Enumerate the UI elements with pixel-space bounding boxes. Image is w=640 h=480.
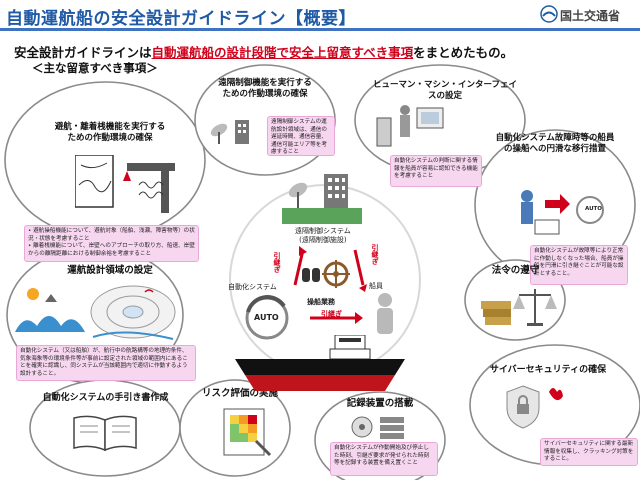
recorder-title: 記録装置の搭載 — [346, 398, 414, 409]
lead-highlight: 自動運航船の設計段階で安全上留意すべき事項 — [151, 45, 414, 60]
auto-system-icon — [245, 295, 289, 340]
failure-title: 自動化システム故障時等の船員 の操船への円滑な移行措置 — [495, 133, 615, 154]
auto-badge: AUTO — [254, 313, 279, 322]
remote-env-note: 遠隔制御システムの運航設計領域は、通信の遅延時間、通信容量、通信可能エリア等を考… — [267, 116, 335, 156]
remote-env-title: 遠隔制御機能を実行する ための作動環境の確保 — [218, 78, 312, 99]
remote-station-illustration — [282, 174, 362, 224]
hmi-title: ヒューマン・マシン・インターフェイスの設定 — [373, 80, 517, 101]
helm-wheel-icon — [302, 260, 350, 288]
lead-sentence: 安全設計ガイドラインは自動運航船の設計段階で安全上留意すべき事項をまとめたもの。 — [14, 42, 513, 61]
crew-label: 船員 — [369, 282, 383, 290]
manual-book-icon — [73, 415, 137, 452]
odd-title: 運航設計領域の設定 — [67, 265, 153, 276]
ship-illustration — [235, 335, 405, 391]
hmi-note: 自動化システムの判断に関する情報を船員が容易に認知できる機能を考慮すること — [390, 155, 482, 187]
lead-pre: 安全設計ガイドラインは — [14, 45, 152, 60]
auto-system-label: 自動化システム — [228, 283, 277, 291]
berthing-illustration — [75, 155, 175, 213]
mlit-logo-icon — [540, 5, 558, 23]
law-title: 法令の遵守 — [491, 265, 540, 276]
law-books-scale-icon — [481, 289, 557, 326]
cyber-note: サイバーセキュリティに関する最新情報を収集し、クラッキング対策をすること。 — [540, 438, 638, 466]
subheading: ＜主な留意すべき事項＞ — [32, 61, 158, 75]
crew-person-icon — [377, 293, 393, 334]
berthing-note-item: • 避航操船機能について、避航対象（船舶、浅瀬、障害物等）の状況・状態を考慮する… — [28, 228, 195, 242]
risk-title: リスク評価の実施 — [201, 388, 278, 399]
recorder-icon — [351, 416, 404, 439]
berthing-title: 避航・離着桟機能を実行する ための作動環境の確保 — [54, 122, 166, 143]
failure-note: 自動化システムが故障等により正常に作動しなくなった場合、船員が操船を円滑に引き継… — [530, 245, 628, 285]
handover-label-right: 引継ぎ — [371, 244, 379, 265]
handover-arrows — [293, 246, 367, 324]
recorder-note: 自動化システムが作動開始及び停止した時刻、引継ぎ要求が発せられた時刻等を記録する… — [330, 442, 438, 476]
handover-label-left: 引継ぎ — [273, 252, 281, 273]
remote-station-label: 遠隔制御システム (遠隔制御施設) — [295, 227, 351, 245]
failure-auto-badge: AUTO — [585, 206, 602, 212]
berthing-note: • 避航操船機能について、避航対象（船舶、浅瀬、障害物等）の状況・状態を考慮する… — [24, 225, 199, 262]
cyber-shield-icon — [506, 385, 563, 429]
odd-note: 自動化システム（又は船舶）が、航行中の航路構等の地理的条件、気象海象等の環境条件… — [16, 345, 196, 381]
handover-label-bottom: 引継ぎ — [321, 310, 342, 318]
satellite-dish-icon — [210, 120, 249, 144]
cyber-title: サイバーセキュリティの確保 — [489, 365, 607, 375]
manual-title: 自動化システムの手引き書作成 — [42, 393, 169, 403]
hmi-illustration — [376, 105, 444, 147]
lead-post: をまとめたもの。 — [413, 45, 514, 60]
page-title: 自動運航船の安全設計ガイドライン【概要】 — [6, 9, 356, 29]
operations-label: 操船業務 — [307, 298, 335, 306]
odd-illustration — [15, 285, 176, 340]
failure-illustration — [521, 190, 604, 235]
risk-matrix-icon — [223, 408, 272, 457]
berthing-note-item: • 離着桟機能について、岸壁へのアプローチの取り方、船速、岸壁からの離隔距離にお… — [28, 243, 195, 257]
ministry-name: 国土交通省 — [560, 9, 621, 23]
title-divider — [0, 28, 640, 31]
